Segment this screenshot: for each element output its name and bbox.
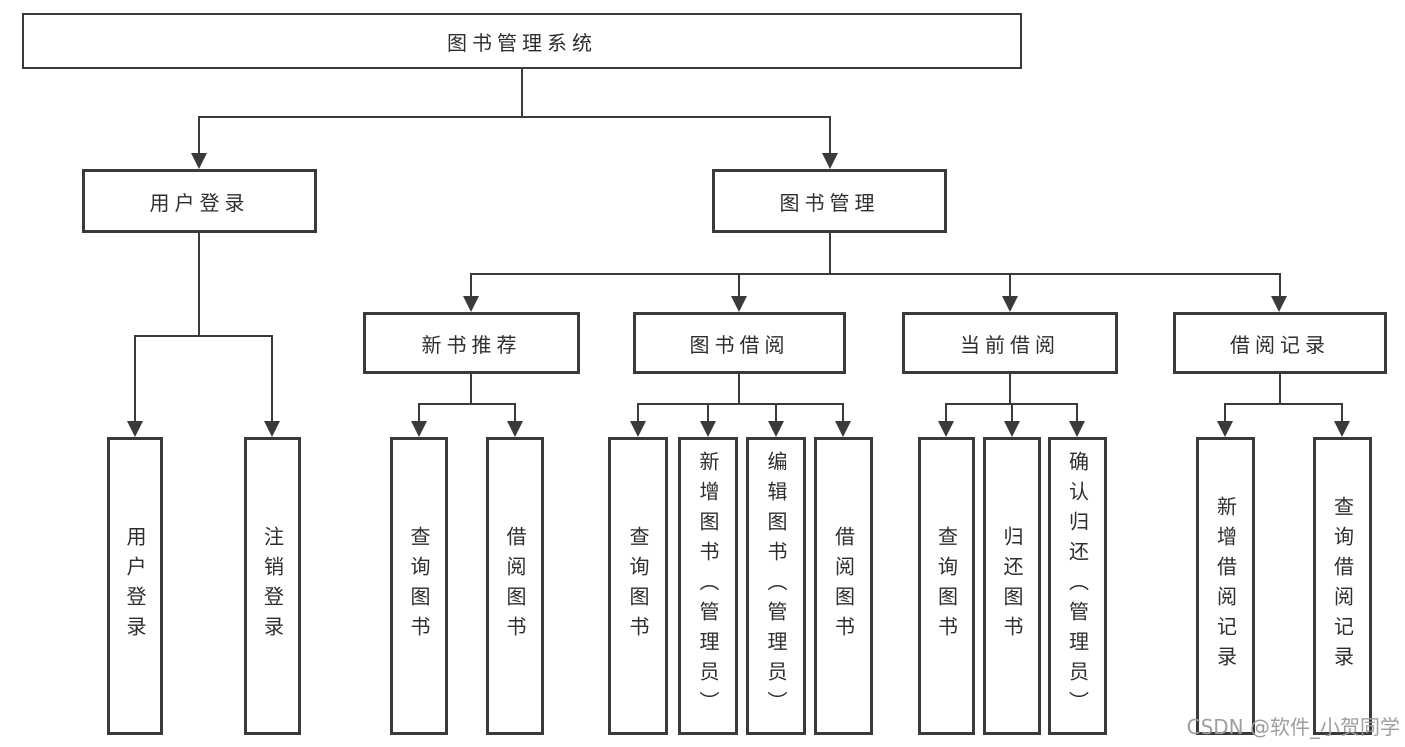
arrow-down-icon — [1217, 421, 1233, 437]
connector-line — [829, 233, 831, 274]
leaf-label: 归还图书 — [1000, 526, 1024, 646]
arrow-down-icon — [822, 153, 838, 169]
connector-line — [707, 403, 709, 424]
arrow-down-icon — [411, 421, 427, 437]
leaf-cb-return-books: 归还图书 — [983, 437, 1041, 735]
node-borrowing-records: 借阅记录 — [1173, 312, 1387, 374]
connector-line — [198, 233, 200, 336]
arrow-down-icon — [700, 421, 716, 437]
leaf-bb-borrow-books: 借阅图书 — [814, 437, 873, 735]
leaf-label: 查询图书 — [934, 526, 959, 646]
leaf-bb-add-books-admin: 新增图书（管理员） — [678, 437, 738, 735]
leaf-label: 编辑图书（管理员） — [764, 451, 788, 721]
connector-line — [842, 403, 844, 424]
arrow-down-icon — [507, 421, 523, 437]
connector-line — [198, 116, 200, 156]
connector-line — [134, 335, 273, 337]
arrow-down-icon — [463, 296, 479, 312]
connector-line — [1279, 273, 1281, 299]
node-library-system: 图书管理系统 — [22, 13, 1022, 69]
connector-line — [1009, 374, 1011, 404]
leaf-user-login: 用户登录 — [107, 437, 163, 735]
connector-line — [470, 273, 472, 299]
leaf-label: 借阅图书 — [831, 526, 856, 646]
connector-line — [738, 374, 740, 404]
leaf-label: 查询借阅记录 — [1330, 496, 1355, 676]
connector-line — [775, 403, 777, 424]
connector-line — [829, 116, 831, 156]
connector-line — [470, 374, 472, 404]
connector-line — [134, 335, 136, 424]
leaf-logout-login: 注销登录 — [244, 437, 301, 735]
connector-line — [637, 403, 639, 424]
connector-line — [945, 403, 947, 424]
arrow-down-icon — [127, 421, 143, 437]
connector-line — [1011, 403, 1013, 424]
leaf-label: 新增图书（管理员） — [696, 451, 720, 721]
csdn-watermark: CSDN @软件_小贺同学 — [1186, 715, 1400, 739]
arrow-down-icon — [938, 421, 954, 437]
leaf-label: 查询图书 — [407, 526, 431, 646]
connector-line — [1341, 403, 1343, 424]
arrow-down-icon — [191, 153, 207, 169]
leaf-label: 新增借阅记录 — [1213, 496, 1238, 676]
arrow-down-icon — [768, 421, 784, 437]
connector-line — [514, 403, 516, 424]
arrow-down-icon — [835, 421, 851, 437]
connector-line — [418, 403, 516, 405]
leaf-label: 查询图书 — [626, 526, 650, 646]
connector-line — [470, 273, 1281, 275]
arrow-down-icon — [1002, 296, 1018, 312]
arrow-down-icon — [1069, 421, 1085, 437]
leaf-label: 确认归还（管理员） — [1065, 451, 1090, 721]
leaf-nb-query-books: 查询图书 — [390, 437, 448, 735]
leaf-br-add-borrow-record: 新增借阅记录 — [1196, 437, 1255, 735]
node-book-borrowing: 图书借阅 — [633, 312, 846, 374]
connector-line — [1279, 374, 1281, 404]
arrow-down-icon — [630, 421, 646, 437]
leaf-label: 借阅图书 — [503, 526, 527, 646]
node-new-book-recommendation: 新书推荐 — [363, 312, 580, 374]
connector-line — [271, 335, 273, 424]
connector-line — [418, 403, 420, 424]
leaf-br-query-borrow-record: 查询借阅记录 — [1313, 437, 1372, 735]
node-book-management: 图书管理 — [712, 169, 947, 233]
connector-line — [1224, 403, 1226, 424]
node-user-login: 用户登录 — [82, 169, 317, 233]
leaf-bb-edit-books-admin: 编辑图书（管理员） — [746, 437, 806, 735]
arrow-down-icon — [731, 296, 747, 312]
connector-line — [198, 116, 831, 118]
connector-line — [1076, 403, 1078, 424]
arrow-down-icon — [1004, 421, 1020, 437]
arrow-down-icon — [264, 421, 280, 437]
leaf-nb-borrow-books: 借阅图书 — [486, 437, 544, 735]
leaf-cb-confirm-return-admin: 确认归还（管理员） — [1048, 437, 1107, 735]
connector-line — [1009, 273, 1011, 299]
leaf-bb-query-books: 查询图书 — [608, 437, 668, 735]
connector-line — [1224, 403, 1343, 405]
connector-line — [521, 69, 523, 117]
leaf-cb-query-books: 查询图书 — [918, 437, 975, 735]
leaf-label: 用户登录 — [123, 526, 147, 646]
arrow-down-icon — [1271, 296, 1287, 312]
connector-line — [738, 273, 740, 299]
arrow-down-icon — [1334, 421, 1350, 437]
node-current-borrowing: 当前借阅 — [902, 312, 1118, 374]
leaf-label: 注销登录 — [260, 526, 285, 646]
connector-line — [637, 403, 844, 405]
